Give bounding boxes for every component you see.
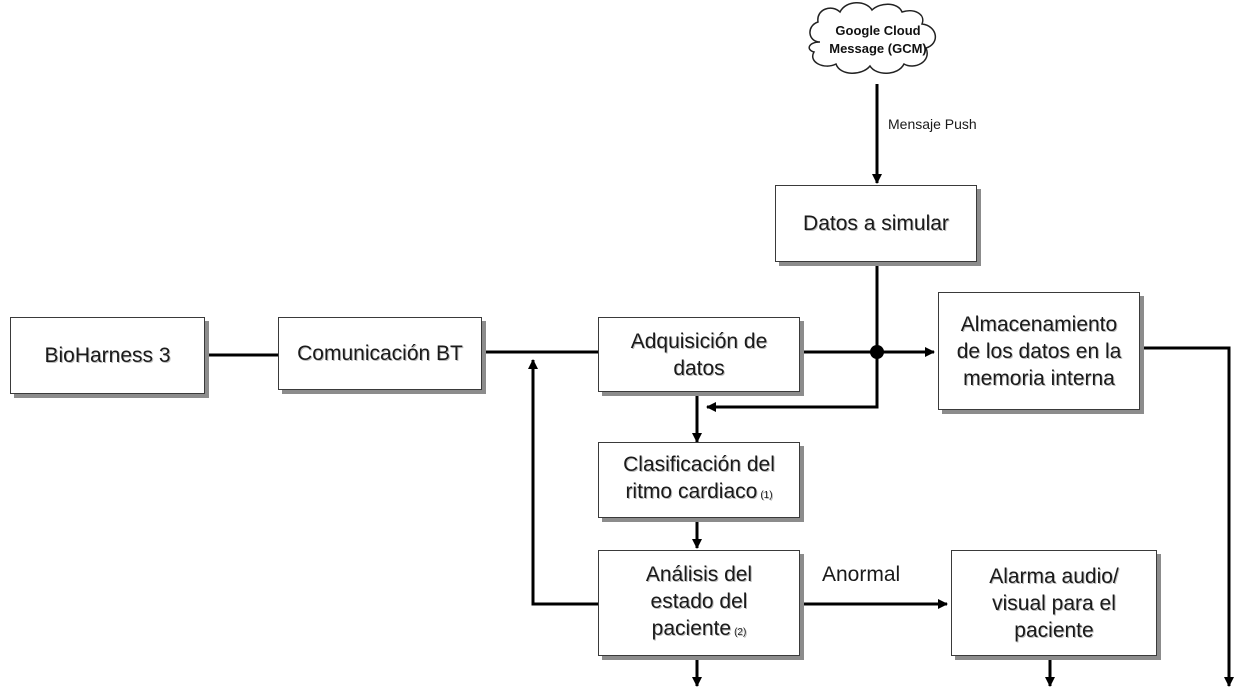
analysis-line2: estado del [650, 589, 748, 613]
gcm-line1: Google Cloud [835, 23, 921, 38]
analysis-line3: paciente [651, 616, 732, 640]
alarm-box: Alarma audio/ visual para el paciente [951, 550, 1157, 656]
alarm-line3: paciente [1014, 618, 1094, 642]
comm-bt-label: Comunicación BT [297, 342, 463, 365]
simulate-label: Datos a simular [803, 212, 949, 235]
bioharness-box: BioHarness 3 [10, 317, 205, 394]
classification-line2-wrap: ritmo cardiaco(1) [625, 478, 772, 509]
analysis-note: (2) [734, 626, 747, 638]
storage-line2: de los datos en la [956, 339, 1122, 363]
arrow-simulate-return [706, 352, 879, 412]
classification-line2: ritmo cardiaco [625, 480, 758, 503]
comm-bt-box: Comunicación BT [278, 317, 482, 390]
storage-line1: Almacenamiento [960, 312, 1118, 336]
abnormal-label: Anormal [822, 563, 901, 586]
classification-note: (1) [760, 490, 773, 501]
arrow-feedback [528, 359, 598, 606]
classification-line1: Clasificación del [623, 453, 775, 476]
acquisition-line1: Adquisición de [630, 329, 768, 353]
classification-box: Clasificación del ritmo cardiaco(1) [598, 442, 800, 518]
gcm-cloud-label: Google Cloud Message (GCM) [803, 22, 953, 58]
gcm-line2: Message (GCM) [829, 41, 927, 56]
analysis-box: Análisis del estado del paciente(2) [598, 550, 800, 656]
simulate-box: Datos a simular [775, 185, 977, 262]
storage-line3: memoria interna [963, 366, 1115, 390]
alarm-line2: visual para el [992, 591, 1116, 615]
analysis-line3-wrap: paciente(2) [652, 615, 747, 646]
bioharness-label: BioHarness 3 [44, 344, 171, 367]
arrow-storage-out [1140, 346, 1234, 687]
alarm-line1: Alarma audio/ [989, 564, 1119, 588]
push-label: Mensaje Push [888, 116, 977, 132]
acquisition-line2: datos [673, 356, 725, 380]
cloud-shape [808, 2, 936, 74]
acquisition-box: Adquisición de datos [598, 317, 800, 392]
storage-box: Almacenamiento de los datos en la memori… [938, 292, 1140, 410]
analysis-line1: Análisis del [645, 562, 753, 586]
